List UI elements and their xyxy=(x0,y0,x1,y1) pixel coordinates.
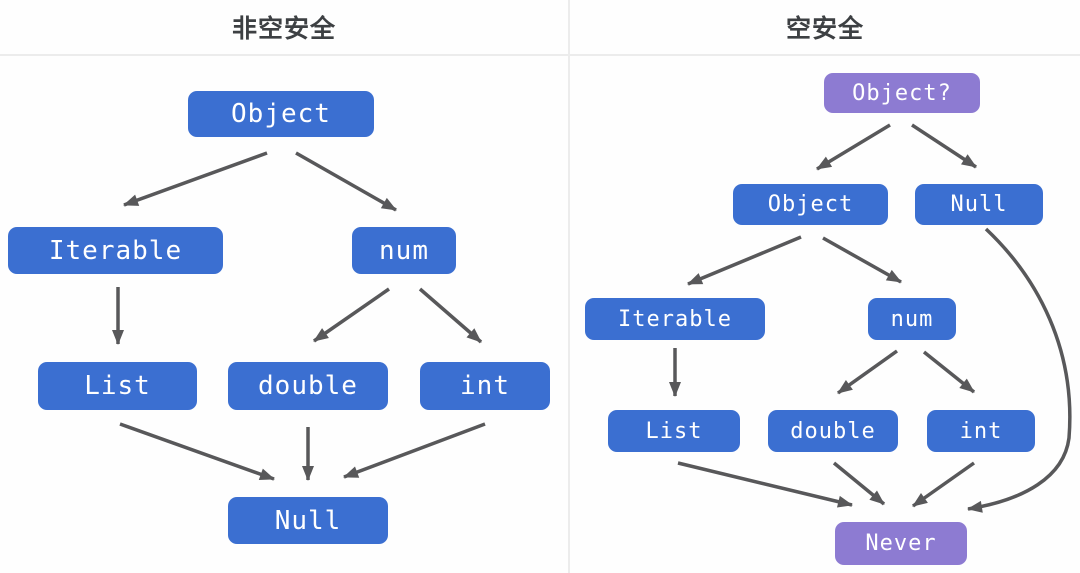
edge-right-object-num xyxy=(822,236,902,284)
node-left-num: num xyxy=(352,227,456,274)
node-right-double: double xyxy=(768,410,898,452)
edge-left-num-double xyxy=(313,287,390,343)
edge-left-object-num xyxy=(295,151,397,212)
node-left-iterable: Iterable xyxy=(8,227,223,274)
node-right-never: Never xyxy=(835,522,967,565)
node-left-double: double xyxy=(228,362,388,410)
node-left-int: int xyxy=(420,362,550,410)
node-left-list: List xyxy=(38,362,197,410)
edge-right-objectq-object xyxy=(816,123,891,171)
edge-right-null-never xyxy=(967,227,1072,513)
edge-right-object-iterable xyxy=(687,235,802,286)
left-panel-title: 非空安全 xyxy=(231,15,336,43)
node-right-object: Object xyxy=(733,184,888,225)
edge-right-num-int xyxy=(922,350,976,394)
edge-right-num-double xyxy=(836,349,899,395)
edge-left-num-int xyxy=(418,287,483,344)
edge-left-object-iterable xyxy=(123,151,268,207)
edge-right-int-never xyxy=(911,461,976,508)
edge-right-list-never xyxy=(677,461,853,508)
node-right-num: num xyxy=(868,298,956,340)
node-right-int: int xyxy=(927,410,1035,452)
node-left-null: Null xyxy=(228,497,388,544)
node-right-null: Null xyxy=(915,184,1043,225)
horizontal-divider xyxy=(0,54,1080,56)
right-panel-title: 空安全 xyxy=(785,15,864,43)
vertical-divider xyxy=(568,0,570,573)
node-right-list: List xyxy=(608,410,740,452)
edge-right-double-never xyxy=(832,461,886,506)
node-left-object: Object xyxy=(188,91,374,137)
edge-left-list-null xyxy=(119,422,275,481)
node-right-object-nullable: Object? xyxy=(824,73,980,113)
edge-right-objectq-null xyxy=(911,123,977,169)
node-right-iterable: Iterable xyxy=(585,298,765,340)
edge-left-int-null xyxy=(343,422,486,479)
